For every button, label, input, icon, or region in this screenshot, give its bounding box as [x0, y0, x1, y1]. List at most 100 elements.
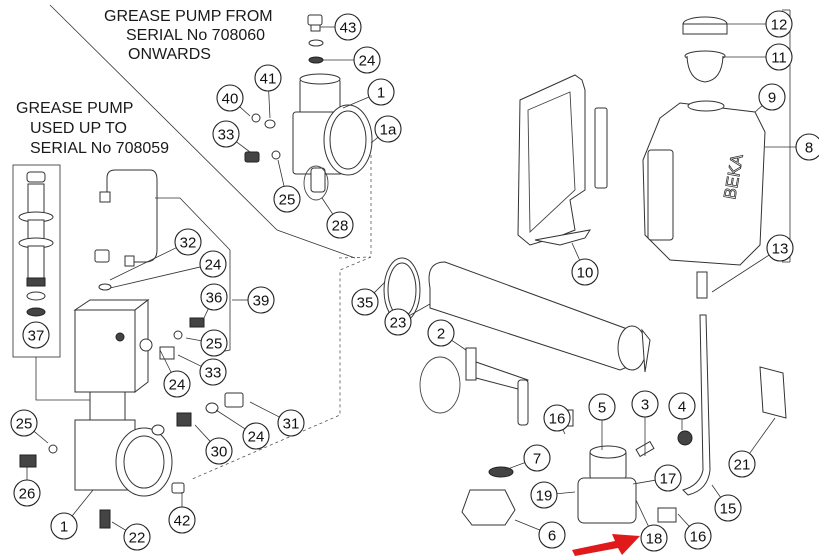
callout-33: 33 — [199, 358, 227, 386]
callout-number: 15 — [720, 501, 737, 518]
seal-kit-frame — [12, 164, 61, 358]
callout-9: 9 — [758, 83, 786, 111]
callout-33: 33 — [212, 120, 240, 148]
callout-leader — [571, 242, 581, 261]
callout-number: 33 — [205, 365, 222, 382]
callout-number: 39 — [253, 293, 270, 310]
callout-11: 11 — [765, 43, 793, 71]
callout-number: 40 — [222, 91, 239, 108]
callout-circle — [530, 481, 558, 509]
callout-23: 23 — [384, 308, 412, 336]
callout-1: 1 — [50, 512, 78, 540]
callout-leader — [159, 349, 172, 373]
callout-circle — [640, 524, 668, 552]
tank-bracket — [517, 74, 608, 246]
callout-leader — [562, 429, 566, 435]
callout-circle — [588, 393, 616, 421]
callout-35: 35 — [351, 288, 379, 316]
callout-28: 28 — [326, 211, 354, 239]
callout-circle — [714, 494, 742, 522]
divider-line — [276, 229, 356, 259]
title-old-pump-line3: SERIAL No 708059 — [30, 140, 169, 157]
callout-leader — [342, 96, 370, 109]
callout-24: 24 — [242, 422, 270, 450]
callout-circle — [10, 409, 38, 437]
callout-number: 1 — [60, 519, 68, 536]
callout-number: 43 — [340, 20, 357, 37]
callout-circle — [334, 13, 362, 41]
old-pump-body — [12, 164, 244, 529]
callout-13: 13 — [766, 234, 794, 262]
callout-number: 24 — [205, 257, 222, 274]
callout-leader — [749, 417, 776, 454]
callout-30: 30 — [205, 437, 233, 465]
title-old-pump-line1: GREASE PUMP — [16, 100, 133, 117]
title-new-pump-line2: SERIAL No 708060 — [126, 27, 265, 44]
callout-22: 22 — [123, 523, 151, 551]
callout-circle — [163, 370, 191, 398]
callout-circle — [205, 437, 233, 465]
plate-part-21 — [759, 366, 787, 419]
callout-39: 39 — [247, 286, 275, 314]
callout-5: 5 — [588, 393, 616, 421]
callout-37: 37 — [22, 321, 50, 349]
callout-leader — [194, 424, 211, 442]
callout-number: 11 — [771, 50, 787, 67]
callout-circle — [668, 392, 696, 420]
callout-number: 5 — [598, 400, 606, 417]
callout-leader — [711, 254, 770, 293]
callout-16: 16 — [543, 404, 571, 432]
callout-36: 36 — [200, 283, 228, 311]
callout-number: 16 — [690, 529, 707, 546]
callout-number: 1 — [377, 85, 385, 102]
callout-circle — [766, 234, 794, 262]
callout-leader — [202, 308, 209, 321]
bracket-part-2 — [419, 347, 529, 426]
callout-number: 24 — [169, 377, 186, 394]
title-old-pump-line2: USED UP TO — [30, 120, 127, 137]
hose — [682, 271, 711, 496]
callout-circle — [174, 228, 202, 256]
title-new-pump-line1: GREASE PUMP FROM — [104, 8, 273, 25]
callout-number: 4 — [678, 399, 686, 416]
callout-12: 12 — [765, 10, 793, 38]
callout-number: 6 — [548, 528, 556, 545]
callout-leader — [71, 489, 94, 517]
callout-number: 26 — [19, 486, 36, 503]
callout-43: 43 — [334, 13, 362, 41]
callout-24: 24 — [199, 250, 227, 278]
callout-number: 22 — [129, 530, 146, 547]
callout-circle — [765, 43, 793, 71]
callout-circle — [123, 523, 151, 551]
callout-leader — [109, 247, 177, 281]
callout-circle — [538, 521, 566, 549]
highlight-arrow — [572, 534, 640, 556]
callout-7: 7 — [523, 444, 551, 472]
callout-number: 1a — [380, 122, 397, 139]
callout-number: 33 — [218, 127, 235, 144]
callout-circle — [200, 329, 228, 357]
callout-leader — [504, 462, 525, 471]
callout-leader — [556, 491, 576, 495]
callout-leader — [268, 90, 271, 119]
callout-circle — [13, 479, 41, 507]
callout-circle — [543, 404, 571, 432]
callout-leader — [370, 136, 379, 144]
callout-number: 25 — [279, 192, 296, 209]
callout-leader — [632, 479, 656, 485]
callout-number: 16 — [549, 411, 566, 428]
callout-circle — [353, 46, 381, 74]
callout-6: 6 — [538, 521, 566, 549]
callout-number: 25 — [206, 336, 223, 353]
callout-21: 21 — [728, 450, 756, 478]
callout-circle — [765, 10, 793, 38]
callout-leader — [185, 337, 202, 342]
callout-circle — [277, 409, 305, 437]
callout-number: 28 — [332, 218, 349, 235]
callout-circle — [684, 522, 712, 550]
callout-circle — [631, 390, 659, 418]
callout-25: 25 — [10, 409, 38, 437]
callout-circle — [247, 286, 275, 314]
